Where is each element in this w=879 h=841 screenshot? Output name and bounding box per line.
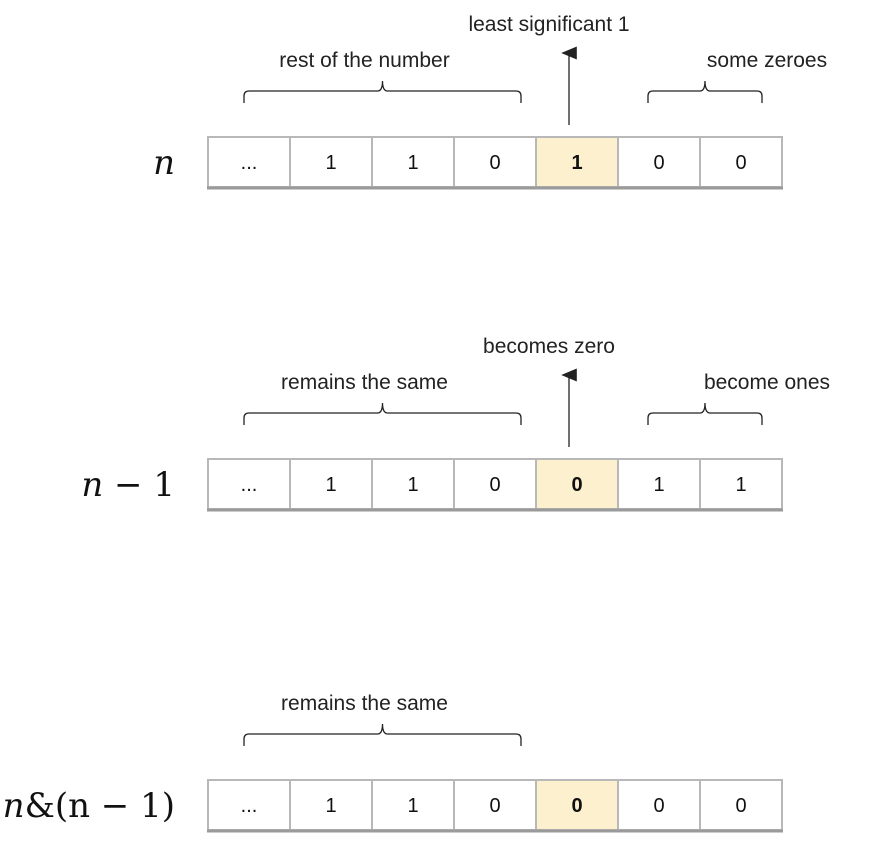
bit-cell <box>289 136 373 188</box>
arrow-label: becomes zero <box>483 335 615 358</box>
right-brace-label: some zeroes <box>707 49 827 72</box>
bit-value: ... <box>241 795 258 817</box>
bit-cell <box>207 136 291 188</box>
right-brace <box>647 402 763 425</box>
bit-cell <box>453 779 537 831</box>
bit-cell <box>699 458 783 510</box>
row-3: n&(n − 1)... 1 1 0 0 0 0 remains the same <box>3 692 783 833</box>
right-brace-label: become ones <box>704 371 830 394</box>
bit-cell-highlighted <box>535 458 619 510</box>
bit-cell <box>617 136 701 188</box>
left-brace-label: rest of the number <box>279 49 449 72</box>
bit-value: 1 <box>407 152 418 174</box>
bit-value: 1 <box>407 795 418 817</box>
right-brace <box>647 80 763 103</box>
variable-italic: n <box>81 465 103 505</box>
bit-value: 1 <box>325 152 336 174</box>
left-brace <box>243 80 522 103</box>
variable-italic: n <box>3 786 25 826</box>
variable-rest: − 1 <box>103 465 175 505</box>
bit-value: 0 <box>571 795 582 817</box>
left-brace <box>243 402 522 425</box>
row-variable-label: n <box>153 143 175 183</box>
bit-value: 0 <box>653 795 664 817</box>
bit-value: 0 <box>571 474 582 496</box>
bit-value: 0 <box>653 152 664 174</box>
bit-value: 0 <box>735 795 746 817</box>
left-brace-label: remains the same <box>281 371 448 394</box>
bit-value: 0 <box>489 474 500 496</box>
bit-cell-highlighted <box>535 779 619 831</box>
row-variable-label: n − 1 <box>81 465 175 505</box>
bit-value: 0 <box>489 795 500 817</box>
bit-value: 1 <box>407 474 418 496</box>
bit-value: ... <box>241 152 258 174</box>
arrow-label: least significant 1 <box>468 13 629 36</box>
bit-value: 0 <box>489 152 500 174</box>
bit-value: 0 <box>735 152 746 174</box>
row-1: n... 1 1 0 1 0 0 rest of the number least signif… <box>153 13 827 190</box>
variable-italic: n <box>153 143 175 183</box>
bit-value: 1 <box>735 474 746 496</box>
bit-value: ... <box>241 474 258 496</box>
left-brace <box>243 723 522 746</box>
bit-value: 1 <box>325 795 336 817</box>
bit-value: 1 <box>571 152 582 174</box>
row-2: n − 1... 1 1 0 0 1 1 remains the same becomes ze… <box>81 335 830 512</box>
row-variable-label: n&(n − 1) <box>3 786 175 826</box>
left-brace-label: remains the same <box>281 692 448 715</box>
variable-rest: &(n − 1) <box>25 786 175 826</box>
bit-value: 1 <box>325 474 336 496</box>
bit-value: 1 <box>653 474 664 496</box>
